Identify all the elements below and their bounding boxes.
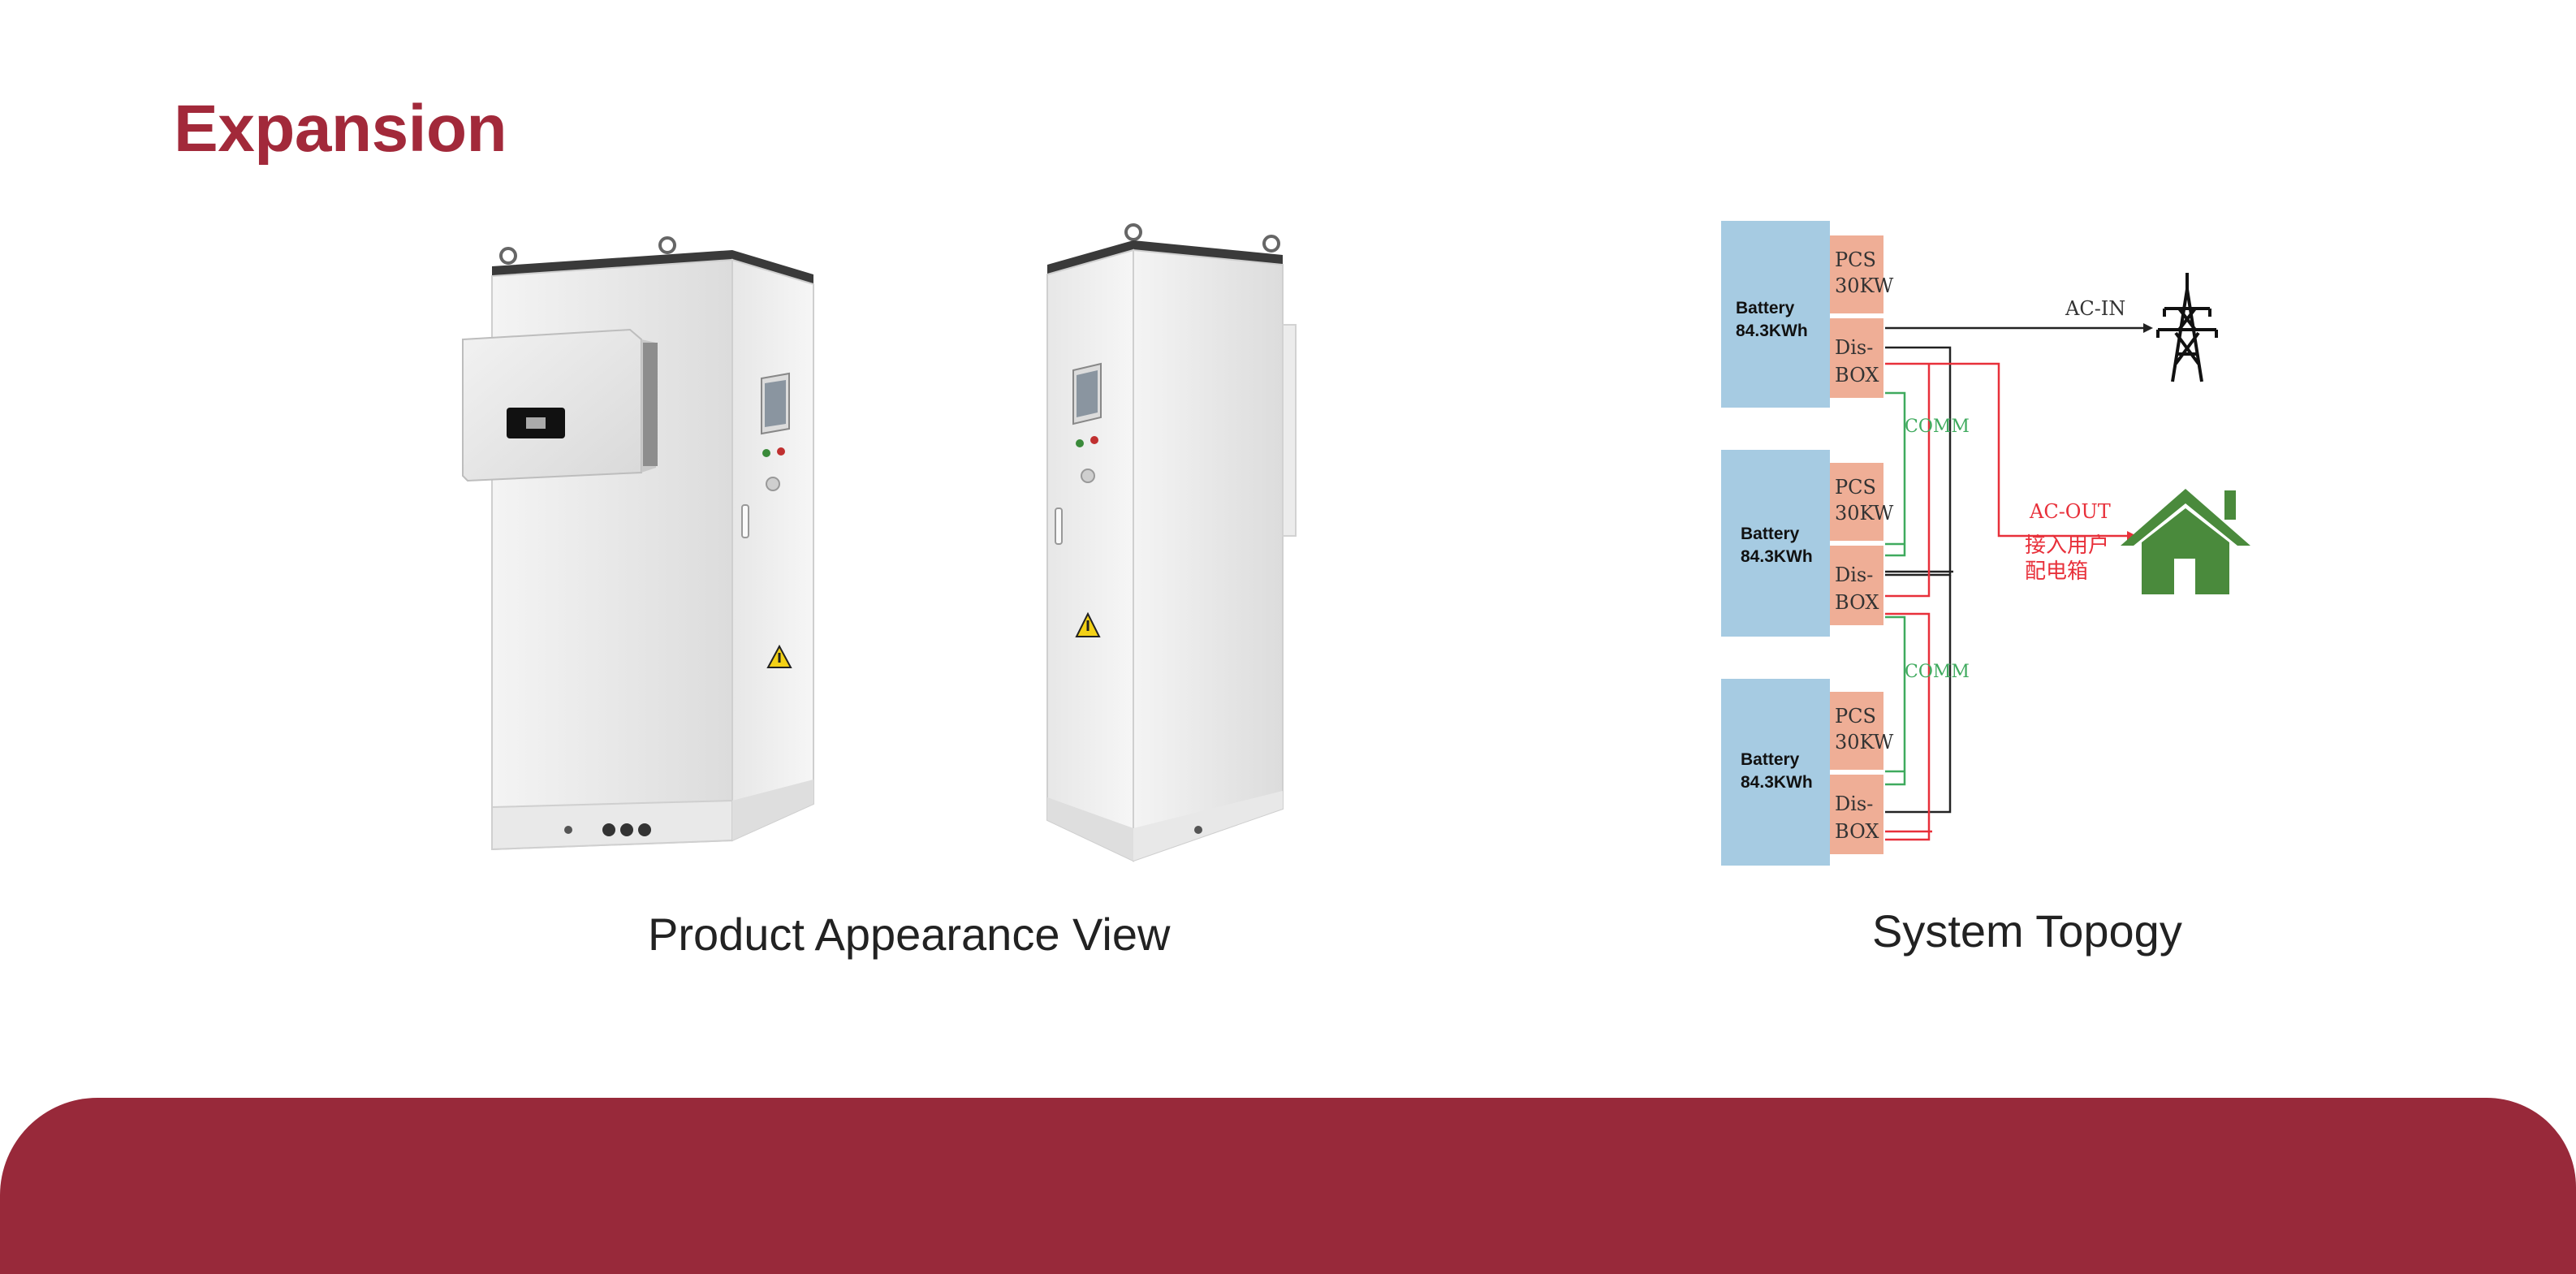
disbox-label-2: BOX [1835,364,1879,387]
product-cabinets-illustration [462,223,1297,862]
disbox-label: Dis- [1835,564,1873,586]
footer-band [0,1098,2576,1274]
pcs-label: PCS [1835,476,1876,499]
comm-label: COMM [1905,662,1970,682]
disbox-block [1830,775,1883,854]
battery-label: Battery [1736,299,1795,317]
disbox-label: Dis- [1835,792,1873,815]
disbox-label: Dis- [1835,336,1873,359]
cabinet-with-pcs [462,236,814,851]
ac-out-note: 接入用户 [2025,533,2109,558]
disbox-block [1830,318,1883,398]
comm-connection [1885,391,1906,786]
topology-caption: System Topogy [1872,905,2182,957]
page-title: Expansion [174,92,507,166]
battery-capacity: 84.3KWh [1736,322,1808,340]
pcs-rating: 30KW [1835,502,1894,525]
ac-out-note-2: 配电箱 [2025,559,2088,584]
disbox-block [1830,546,1883,625]
battery-label: Battery [1741,525,1800,543]
ac-out-label: AC-OUT [2029,500,2111,523]
battery-capacity: 84.3KWh [1741,547,1813,566]
disbox-label-2: BOX [1835,591,1879,614]
comm-label: COMM [1905,417,1970,437]
battery-block [1721,221,1830,408]
pcs-rating: 30KW [1835,731,1894,754]
power-tower-icon [2156,273,2218,382]
house-icon [2121,489,2250,594]
pcs-label: PCS [1835,248,1876,271]
battery-label: Battery [1741,750,1800,769]
warning-icon [1075,611,1101,637]
pcs-block [1830,692,1883,770]
pcs-block [1830,463,1883,541]
ac-in-label: AC-IN [2065,297,2125,320]
battery-block [1721,450,1830,637]
topology-unit-2: Battery 84.3KWh PCS 30KW Dis- BOX [1721,450,1894,637]
topology-unit-3: Battery 84.3KWh PCS 30KW Dis- BOX [1721,679,1894,866]
warning-icon [766,644,792,668]
topology-unit-1: Battery 84.3KWh PCS 30KW Dis- BOX [1721,221,1894,408]
system-topology-diagram: Battery 84.3KWh PCS 30KW Dis- BOX Batter… [1721,221,2250,866]
product-caption: Product Appearance View [648,909,1171,960]
pcs-block [1830,235,1883,313]
ac-in-connection [1885,323,2153,814]
battery-capacity: 84.3KWh [1741,773,1813,792]
pcs-rating: 30KW [1835,274,1894,297]
battery-block [1721,679,1830,866]
disbox-label-2: BOX [1835,820,1879,843]
cabinet-plain [1046,223,1297,862]
pcs-label: PCS [1835,705,1876,728]
